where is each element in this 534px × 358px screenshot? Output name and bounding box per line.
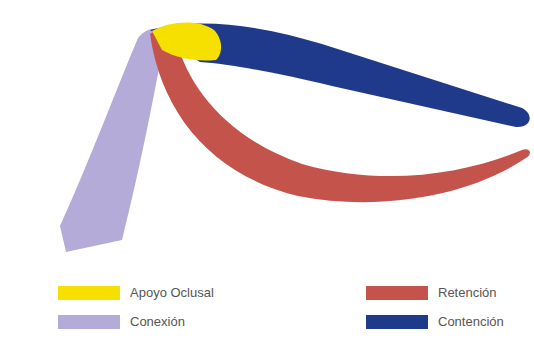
legend-entry: Apoyo Oclusal [58, 285, 214, 300]
legend-label: Apoyo Oclusal [130, 285, 214, 300]
legend-label: Contención [438, 314, 504, 329]
reciprocal-arm [150, 23, 530, 127]
connector-arm [60, 29, 166, 252]
legend-label: Conexión [130, 314, 185, 329]
legend-swatch [366, 286, 428, 300]
legend-swatch [58, 286, 120, 300]
occlusal-rest [152, 23, 221, 61]
legend-entry: Retención [366, 285, 497, 300]
legend-swatch [366, 315, 428, 329]
legend-entry: Conexión [58, 314, 185, 329]
legend-swatch [58, 315, 120, 329]
legend-label: Retención [438, 285, 497, 300]
legend-entry: Contención [366, 314, 504, 329]
